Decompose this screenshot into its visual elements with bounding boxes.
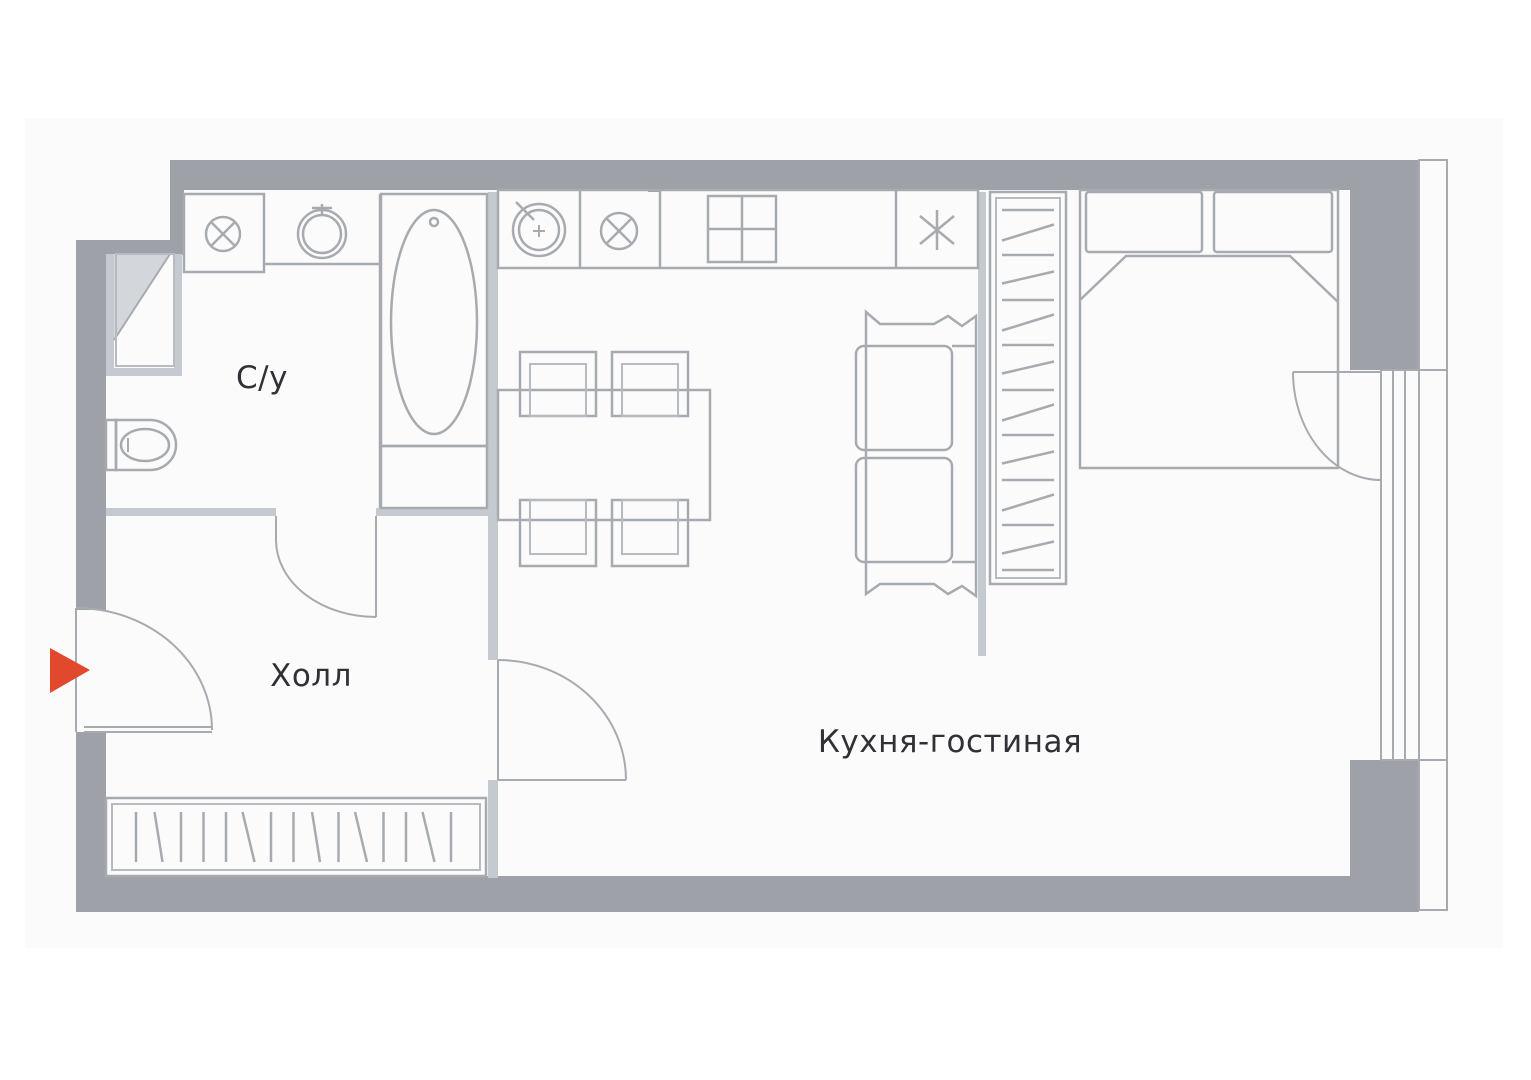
chair-top-left [518, 350, 598, 418]
bed [1078, 188, 1340, 470]
hanger-mark [241, 811, 256, 863]
kitchen-counter [496, 188, 980, 270]
hall-wardrobe [104, 796, 488, 878]
hanger-mark [1001, 313, 1055, 332]
entrance-door [75, 607, 213, 733]
room-label-hall: Холл [270, 658, 352, 694]
kitchen-sink-icon [511, 201, 567, 258]
hanger-mark [1001, 270, 1055, 285]
living-wardrobe [988, 190, 1068, 586]
washbasin-icon [296, 204, 348, 260]
sofa [854, 309, 978, 599]
bathtub-icon [379, 192, 489, 510]
partitions [106, 192, 986, 878]
fridge-icon [919, 210, 955, 250]
hanger-mark [1001, 450, 1055, 465]
exterior-walls [76, 160, 1419, 912]
toilet-icon [104, 418, 178, 472]
chair-bottom-left [518, 498, 598, 568]
window-frame-outer [1418, 159, 1448, 911]
hanger-mark [1001, 403, 1055, 422]
hanger-mark [1001, 493, 1055, 512]
bathroom-door [275, 516, 377, 618]
hanger-mark [310, 811, 322, 863]
entrance-arrow-icon [50, 648, 90, 693]
room-label-kitchen-living: Кухня-гостиная [818, 724, 1082, 760]
hanger-mark [1001, 360, 1055, 375]
dining-table [496, 350, 712, 568]
chair-top-right [610, 350, 690, 418]
kitchen-door [497, 659, 627, 781]
bottom-wall [76, 876, 1419, 912]
right-wall-lower [1350, 760, 1419, 912]
right-wall-upper [1350, 160, 1419, 370]
top-wall [170, 160, 1419, 190]
hanger-mark [353, 811, 369, 863]
room-label-bathroom: С/у [236, 360, 288, 396]
chair-bottom-right [610, 498, 690, 568]
washing-machine-icon [204, 215, 242, 253]
dishwasher-icon [599, 211, 639, 251]
hanger-mark [1001, 223, 1055, 242]
hanger-mark [153, 811, 164, 863]
hanger-mark [1001, 540, 1055, 555]
bathroom-fixtures [104, 192, 489, 510]
room-labels: С/у Холл Кухня-гостиная [236, 360, 1082, 760]
shower-tray [113, 253, 171, 341]
cooktop-icon [706, 194, 778, 264]
hanger-mark [421, 811, 436, 863]
left-wall-upper [76, 240, 106, 610]
background-panel [25, 118, 1503, 948]
